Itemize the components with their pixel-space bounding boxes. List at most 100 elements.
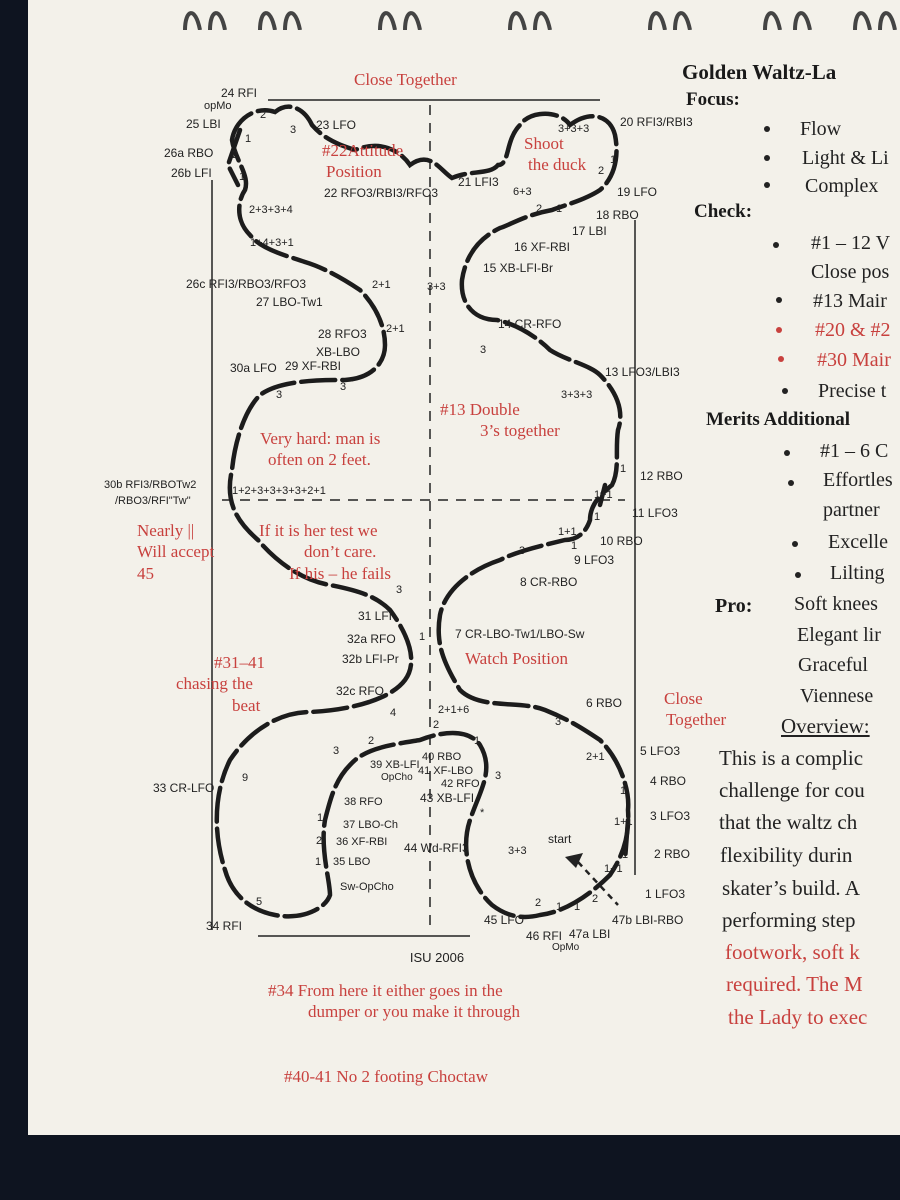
- count-label: 2: [368, 735, 375, 747]
- count-label: 1+1: [614, 816, 633, 828]
- count-label: 4: [390, 707, 397, 719]
- step-label: 16 XF-RBI: [514, 240, 571, 254]
- overview-line: performing step: [722, 908, 856, 932]
- count-label: 1: [419, 631, 426, 643]
- step-label: OpMo: [552, 942, 580, 953]
- pro-item: Soft knees: [794, 593, 878, 615]
- count-label: 9: [242, 772, 249, 784]
- step-label: 36 XF-RBI: [336, 836, 388, 848]
- count-label: 5: [256, 896, 263, 908]
- count-label: 2+1: [386, 323, 405, 335]
- overview-line: challenge for cou: [719, 778, 865, 802]
- count-label: 1: [594, 511, 601, 523]
- overview-line: flexibility durin: [720, 843, 853, 867]
- step-label: 32a RFO: [347, 632, 396, 646]
- step-label: 47b LBI-RBO: [612, 913, 684, 927]
- isu-source: ISU 2006: [410, 950, 464, 965]
- paper-sheet: [28, 0, 900, 1135]
- count-label: 1: [317, 812, 324, 824]
- step-label: 46 RFI: [526, 929, 563, 943]
- step-label: 9 LFO3: [574, 553, 615, 567]
- count-label: *: [480, 807, 485, 819]
- step-label: 2 RBO: [654, 847, 691, 861]
- pro-heading: Pro:: [715, 595, 753, 617]
- step-label: 40 RBO: [422, 751, 462, 763]
- step-label: 33 CR-LFO: [153, 781, 215, 795]
- step-label: 27 LBO-Tw1: [256, 295, 323, 309]
- count-label: 3+3: [427, 281, 446, 293]
- step-label: 38 RFO: [344, 796, 383, 808]
- count-label: 1+2+3+3+3+3+2+1: [232, 485, 326, 497]
- step-label: 39 XB-LFI: [370, 759, 420, 771]
- overview-heading: Overview:: [781, 714, 870, 738]
- step-label: opMo: [204, 100, 232, 112]
- count-label: 2: [598, 165, 605, 177]
- merits-item: Effortles: [823, 469, 893, 491]
- step-label: 47a LBI: [569, 927, 611, 941]
- merits-item: #1 – 6 C: [820, 440, 889, 462]
- bullet-icon: [773, 242, 779, 248]
- step-label: 26b LFI: [171, 166, 212, 180]
- overview-line: This is a complic: [719, 746, 864, 770]
- step-label: 44 Wd-RFI3: [404, 841, 469, 855]
- step-label: 34 RFI: [206, 919, 243, 933]
- count-label: 2: [433, 719, 440, 731]
- count-label: 3: [555, 716, 562, 728]
- bullet-icon: [776, 297, 782, 303]
- count-label: 1+1: [558, 526, 577, 538]
- count-label: 2: [535, 897, 542, 909]
- count-label: 3: [396, 584, 403, 596]
- count-label: 2: [260, 109, 267, 121]
- bullet-icon: [764, 126, 770, 132]
- check-item: Close pos: [811, 261, 890, 283]
- count-label: 1: [556, 203, 563, 215]
- step-label: 24 RFI: [221, 86, 258, 100]
- merits-item: Excelle: [828, 531, 888, 553]
- count-label: 3: [519, 545, 526, 557]
- step-label: 23 LFO: [316, 118, 357, 132]
- count-label: 3+3: [508, 845, 527, 857]
- overview-line: skater’s build. A: [722, 876, 860, 900]
- step-label: 3 LFO3: [650, 809, 691, 823]
- spiral-binding: [183, 11, 897, 30]
- step-label: 43 XB-LFI: [420, 791, 475, 805]
- step-label: 30b RFI3/RBOTw2: [104, 479, 197, 491]
- count-label: 2: [232, 149, 239, 161]
- count-label: 3+3+3: [558, 123, 590, 135]
- step-label: 32c RFO: [336, 684, 385, 698]
- step-label: 15 XB-LFI-Br: [483, 261, 554, 275]
- step-label: 6 RBO: [586, 696, 623, 710]
- overview-line: footwork, soft k: [725, 940, 860, 964]
- count-label: 1: [315, 856, 322, 868]
- step-label: 25 LBI: [186, 117, 221, 131]
- focus-item: Complex: [805, 175, 879, 197]
- step-label: 8 CR-RBO: [520, 575, 578, 589]
- bullet-icon: [782, 388, 788, 394]
- pro-item: Viennese: [800, 685, 874, 707]
- step-label: 7 CR-LBO-Tw1/LBO-Sw: [455, 627, 585, 641]
- step-label: 17 LBI: [572, 224, 607, 238]
- step-label: 5 LFO3: [640, 744, 681, 758]
- count-label: 1+1: [594, 489, 613, 501]
- count-label: 2+3+3+4: [249, 204, 293, 216]
- start-marker: [565, 853, 619, 906]
- step-label: 26a RBO: [164, 146, 214, 160]
- step-label: 32b LFI-Pr: [342, 652, 399, 666]
- step-label: 30a LFO: [230, 361, 277, 375]
- overview-line: that the waltz ch: [719, 810, 858, 834]
- step-label: 42 RFO: [441, 778, 480, 790]
- count-label: 2: [316, 835, 323, 847]
- merits-item: partner: [823, 499, 880, 521]
- count-label: 1+1: [604, 863, 623, 875]
- step-label: /RBO3/RFI"Tw": [115, 495, 191, 507]
- step-label: 22 RFO3/RBI3/RFO3: [324, 186, 439, 200]
- count-label: 1: [610, 154, 617, 166]
